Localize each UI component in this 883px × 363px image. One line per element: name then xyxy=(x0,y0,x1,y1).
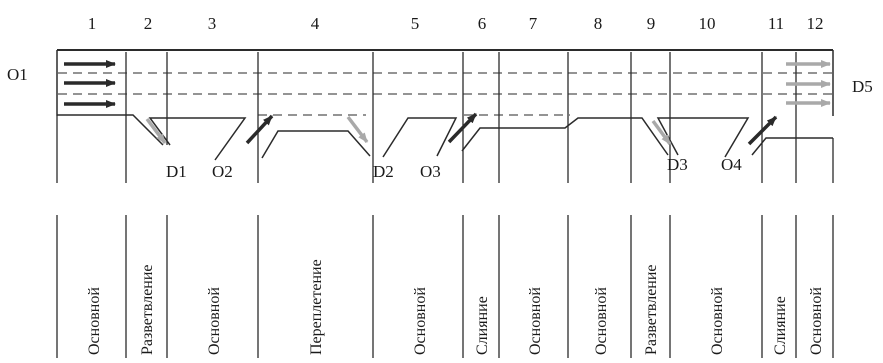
segment-type-5: Основной xyxy=(412,287,429,355)
segment-type-11: Слияние xyxy=(772,296,789,355)
segment-number-9: 9 xyxy=(647,14,656,33)
flow-arrow-o2 xyxy=(245,114,274,145)
flow-arrow-o4 xyxy=(747,115,778,146)
destination-label-d1: D1 xyxy=(166,162,187,181)
segment-number-11: 11 xyxy=(768,14,784,33)
destination-flows xyxy=(145,60,831,146)
segment-type-1: Основной xyxy=(86,287,103,355)
flow-arrow-d1 xyxy=(145,117,167,145)
origin-label-o4: O4 xyxy=(721,155,742,174)
origin-flows xyxy=(64,60,778,146)
segment-number-5: 5 xyxy=(411,14,420,33)
segment-number-4: 4 xyxy=(311,14,320,33)
origin-label-o2: O2 xyxy=(212,162,233,181)
flow-arrow-d2 xyxy=(346,115,369,144)
segment-type-4: Переплетение xyxy=(308,259,325,355)
roadway-bottom-edge xyxy=(57,114,833,161)
segment-number-8: 8 xyxy=(594,14,603,33)
segment-type-7: Основной xyxy=(527,287,544,355)
segment-type-2: Разветвление xyxy=(139,264,156,355)
lane-dividers xyxy=(58,72,832,116)
segment-type-8: Основной xyxy=(593,287,610,355)
destination-label-d2: D2 xyxy=(373,162,394,181)
flow-arrow-o3 xyxy=(447,112,478,144)
segment-number-1: 1 xyxy=(88,14,97,33)
segment-type-12: Основной xyxy=(808,287,825,355)
segment-number-10: 10 xyxy=(699,14,716,33)
flow-arrow-d3 xyxy=(651,119,672,146)
segment-number-2: 2 xyxy=(144,14,153,33)
segment-type-3: Основной xyxy=(206,287,223,355)
segment-boundaries xyxy=(56,52,834,183)
segment-number-12: 12 xyxy=(807,14,824,33)
segment-type-9: Разветвление xyxy=(643,264,660,355)
segment-number-7: 7 xyxy=(529,14,538,33)
roadway xyxy=(56,49,834,161)
origin-label-o1: O1 xyxy=(7,65,28,84)
od-labels: O1 O2 O3 O4 D1 D2 D3 D5 xyxy=(7,65,873,181)
segment-number-6: 6 xyxy=(478,14,487,33)
destination-label-d5: D5 xyxy=(852,77,873,96)
destination-label-d3: D3 xyxy=(667,155,688,174)
origin-label-o3: O3 xyxy=(420,162,441,181)
segment-type-labels: Основной Разветвление Основной Переплете… xyxy=(86,259,825,355)
segment-type-dividers xyxy=(56,215,834,358)
segment-numbers: 1 2 3 4 5 6 7 8 9 10 11 12 xyxy=(88,14,824,33)
segment-type-6: Слияние xyxy=(474,296,491,355)
segment-number-3: 3 xyxy=(208,14,217,33)
segment-type-10: Основной xyxy=(709,287,726,355)
